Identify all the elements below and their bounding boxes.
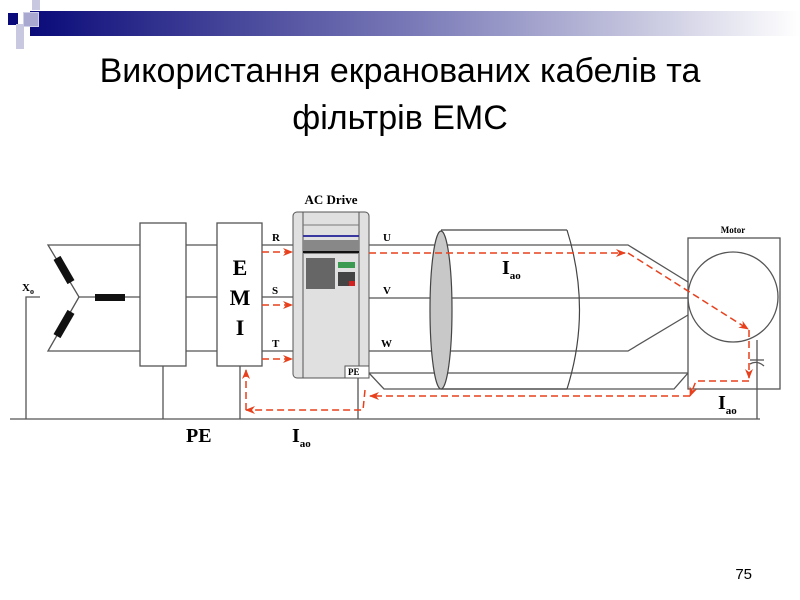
slide-title: Використання екранованих кабелів та філь… bbox=[0, 48, 800, 142]
phase-label: V bbox=[383, 285, 391, 297]
current-label: Iao bbox=[502, 257, 521, 282]
emi-letter: E bbox=[233, 255, 248, 280]
header-decoration bbox=[32, 0, 40, 10]
motor-box bbox=[687, 237, 781, 390]
current-label: Iao bbox=[292, 425, 311, 450]
phase-label: S bbox=[272, 285, 278, 297]
current-label: Iao bbox=[718, 392, 737, 417]
phase-label: R bbox=[272, 232, 281, 244]
leakage-current-path bbox=[242, 248, 753, 414]
phase-label: U bbox=[383, 232, 391, 244]
wire-u bbox=[369, 244, 689, 283]
emi-letter: I bbox=[236, 315, 245, 340]
motor-label: Motor bbox=[721, 225, 746, 235]
ac-drive bbox=[292, 211, 370, 379]
slide-number: 75 bbox=[735, 566, 752, 583]
header-decoration bbox=[8, 13, 18, 25]
wire-w bbox=[369, 314, 689, 352]
cable-shield bbox=[429, 229, 581, 390]
emi-letter: M bbox=[230, 285, 251, 310]
phase-label: T bbox=[272, 338, 280, 350]
source-label: Xo bbox=[22, 282, 34, 296]
rectifier-box bbox=[139, 222, 187, 367]
phase-label: W bbox=[381, 338, 392, 350]
title-line-2: фільтрів ЕМС bbox=[292, 99, 508, 137]
neutral-ground bbox=[25, 296, 40, 419]
header-decoration bbox=[16, 24, 24, 49]
emi-filter-box bbox=[216, 222, 263, 367]
title-line-1: Використання екранованих кабелів та bbox=[99, 52, 701, 90]
header-gradient-bar bbox=[30, 11, 800, 36]
header-decoration bbox=[23, 12, 39, 27]
drive-pe-label: PE bbox=[348, 367, 360, 377]
ground-pe-label: PE bbox=[186, 425, 212, 447]
motor-icon bbox=[687, 251, 779, 343]
wye-inductors bbox=[53, 255, 125, 339]
drive-label: AC Drive bbox=[304, 192, 357, 207]
